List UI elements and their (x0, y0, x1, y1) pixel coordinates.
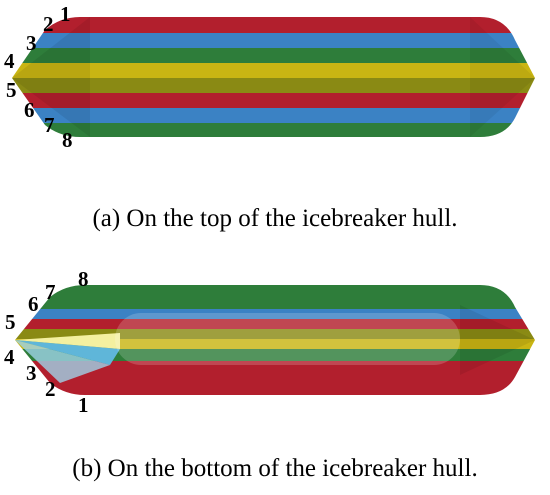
bow-cyan-wedge (15, 340, 120, 365)
panel-top: 1 2 3 4 5 6 7 8 (0, 0, 550, 200)
label-4: 4 (4, 49, 15, 73)
band-olive (15, 329, 535, 339)
label-3b: 3 (26, 361, 37, 385)
label-7b: 7 (45, 280, 56, 304)
label-1: 1 (60, 2, 71, 26)
stripe-2 (12, 33, 535, 48)
stripe-8 (12, 123, 535, 137)
label-8b: 8 (78, 267, 89, 291)
stripe-3 (12, 48, 535, 63)
stripe-4 (12, 63, 535, 78)
label-2: 2 (43, 12, 54, 36)
stripe-7 (12, 108, 535, 123)
band-green-top (15, 285, 535, 309)
label-5: 5 (6, 78, 17, 102)
label-4b: 4 (4, 345, 15, 369)
hull-bottom-diagram (15, 285, 535, 395)
label-2b: 2 (45, 377, 56, 401)
label-5b: 5 (5, 310, 16, 334)
label-1b: 1 (78, 393, 89, 417)
caption-top: (a) On the top of the icebreaker hull. (92, 205, 458, 232)
band-red-upper (15, 319, 535, 329)
band-yellow (15, 339, 535, 349)
band-green-mid (15, 349, 535, 361)
stripe-6 (12, 93, 535, 108)
label-3: 3 (26, 31, 37, 55)
panel-bottom: 8 7 6 5 4 3 2 1 (0, 265, 550, 425)
label-6b: 6 (28, 292, 39, 316)
hull-top-diagram (12, 17, 535, 137)
label-6: 6 (24, 98, 35, 122)
band-blue (15, 309, 535, 319)
caption-bottom: (b) On the bottom of the icebreaker hull… (72, 455, 478, 482)
bow-light-wedge (15, 333, 120, 349)
flat-bottom-panel (115, 313, 460, 365)
label-7: 7 (44, 113, 55, 137)
label-8: 8 (62, 128, 73, 152)
stripe-5 (12, 78, 535, 93)
stripe-1 (12, 17, 535, 33)
